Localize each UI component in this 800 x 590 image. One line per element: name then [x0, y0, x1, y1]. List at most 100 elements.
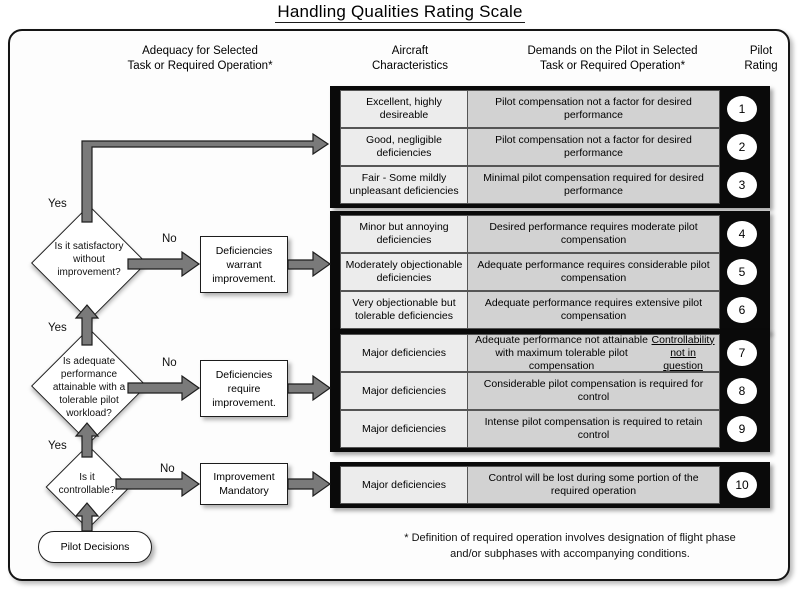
terminal-pilot-decisions[interactable]: Pilot Decisions	[38, 531, 152, 563]
process2-line1: Deficiencies	[215, 368, 273, 381]
arrow-controllable-no	[115, 470, 201, 498]
label-no-satisfactory: No	[162, 233, 177, 245]
decision2-line1: Is adequate	[62, 356, 116, 367]
cell-pilot-rating: 10	[720, 466, 764, 504]
decision2-line3: attainable with a	[52, 382, 126, 393]
process3-line2: Mandatory	[219, 485, 269, 497]
cell-aircraft-characteristics: Major deficiencies	[340, 372, 468, 410]
cell-demands-text: Considerable pilot compensation is requi…	[483, 378, 704, 403]
arrow-satisfactory-no	[127, 250, 201, 278]
arrow-warrant-to-group2	[287, 250, 332, 278]
header-demands-line1: Demands on the Pilot in Selected	[527, 45, 698, 57]
header-aircraft-line1: Aircraft	[391, 45, 429, 57]
column-header-adequacy: Adequacy for Selected Task or Required O…	[55, 44, 345, 74]
cell-aircraft-characteristics: Moderately objectionable deficiencies	[340, 253, 468, 291]
footnote-line1: * Definition of required operation invol…	[404, 532, 736, 544]
pilot-rating-badge: 7	[727, 340, 757, 366]
pilot-rating-badge: 10	[727, 472, 757, 498]
pilot-rating-badge: 1	[727, 96, 757, 122]
footnote-line2: and/or subphases with accompanying condi…	[450, 548, 690, 560]
process-deficiencies-warrant[interactable]: Deficiencies warrant improvement.	[200, 236, 288, 293]
rating-row: Excellent, highly desireable Pilot compen…	[340, 90, 764, 128]
header-rating-line2: Rating	[744, 60, 778, 72]
cell-demands-text: Control will be lost during some portion…	[488, 472, 699, 497]
cell-demands-text: Adequate performance requires extensive …	[484, 297, 703, 322]
deficiencies-warrant-group: Minor but annoying deficiencies Desired p…	[330, 211, 770, 333]
cell-aircraft-characteristics: Fair - Some mildly unpleasant deficienci…	[340, 166, 468, 204]
arrow-controllable-to-adequate	[74, 422, 100, 458]
rating-row: Moderately objectionable deficiencies Ade…	[340, 253, 764, 291]
page-title: Handling Qualities Rating Scale	[0, 2, 800, 23]
process1-line1: Deficiencies	[215, 244, 273, 257]
label-yes-adequate-up: Yes	[48, 322, 67, 334]
pilot-rating-badge: 6	[727, 297, 757, 323]
header-aircraft-line2: Characteristics	[371, 60, 449, 72]
process-deficiencies-require[interactable]: Deficiencies require improvement.	[200, 360, 288, 417]
rating-row: Fair - Some mildly unpleasant deficienci…	[340, 166, 764, 204]
process1-line3: improvement.	[212, 272, 276, 285]
header-demands-line2: Task or Required Operation*	[539, 60, 686, 72]
cell-demands-text: Pilot compensation not a factor for desi…	[495, 134, 692, 159]
cell-pilot-rating: 2	[720, 128, 764, 166]
header-rating-line1: Pilot	[749, 45, 773, 57]
pilot-rating-badge: 9	[727, 416, 757, 442]
cell-demands-text: Desired performance requires moderate pi…	[489, 221, 698, 246]
column-header-aircraft-characteristics: Aircraft Characteristics	[330, 44, 490, 74]
arrow-mandatory-to-group4	[287, 470, 332, 498]
cell-demands-text: Adequate performance requires considerab…	[477, 259, 710, 284]
decision1-line1: Is it satisfactory	[54, 241, 124, 252]
decision-is-it-satisfactory-label: Is it satisfactory without improvement?	[28, 240, 150, 279]
cell-aircraft-characteristics: Excellent, highly desireable	[340, 90, 468, 128]
label-no-controllable: No	[160, 463, 175, 475]
decision-is-adequate-performance-label: Is adequate performance attainable with …	[25, 355, 153, 420]
arrow-pilot-to-controllable	[74, 502, 100, 532]
cell-demands-text: Pilot compensation not a factor for desi…	[495, 96, 692, 121]
rating-row: Minor but annoying deficiencies Desired p…	[340, 215, 764, 253]
process1-line2: warrant	[226, 258, 262, 271]
label-no-adequate: No	[162, 357, 177, 369]
cell-pilot-rating: 1	[720, 90, 764, 128]
footnote: * Definition of required operation invol…	[370, 530, 770, 562]
decision2-line2: performance	[60, 369, 118, 380]
cell-demands-text: Adequate performance not attainable with…	[475, 333, 648, 372]
pilot-rating-badge: 4	[727, 221, 757, 247]
cell-pilot-rating: 8	[720, 372, 764, 410]
arrow-satisfactory-yes-to-group1	[81, 132, 330, 223]
pilot-rating-badge: 5	[727, 259, 757, 285]
column-header-demands: Demands on the Pilot in Selected Task or…	[490, 44, 735, 74]
column-header-pilot-rating: Pilot Rating	[733, 44, 789, 74]
cell-demands-on-pilot: Adequate performance requires considerab…	[468, 253, 720, 291]
header-adequacy-line1: Adequacy for Selected	[142, 45, 258, 57]
header-adequacy-line2: Task or Required Operation*	[127, 60, 273, 72]
cell-demands-underlined-text: Controllability not in question	[651, 333, 715, 372]
cell-demands-text: Minimal pilot compensation required for …	[483, 172, 704, 197]
process-improvement-mandatory[interactable]: Improvement Mandatory	[200, 463, 288, 505]
cell-pilot-rating: 6	[720, 291, 764, 329]
cell-demands-on-pilot: Control will be lost during some portion…	[468, 466, 720, 504]
cell-pilot-rating: 3	[720, 166, 764, 204]
cell-pilot-rating: 4	[720, 215, 764, 253]
cell-demands-on-pilot: Intense pilot compensation is required t…	[468, 410, 720, 448]
cell-aircraft-characteristics: Minor but annoying deficiencies	[340, 215, 468, 253]
cell-demands-on-pilot: Pilot compensation not a factor for desi…	[468, 128, 720, 166]
process2-line3: improvement.	[212, 396, 276, 409]
process2-line2: require	[227, 382, 261, 395]
decision3-line2: controllable?	[58, 485, 116, 496]
decision2-line4: tolerable pilot	[59, 395, 119, 406]
rating-row: Major deficiencies Considerable pilot com…	[340, 372, 764, 410]
cell-pilot-rating: 9	[720, 410, 764, 448]
page-title-text: Handling Qualities Rating Scale	[275, 2, 525, 23]
process3-line1: Improvement	[213, 471, 275, 483]
decision-is-it-controllable-label: Is it controllable?	[35, 471, 139, 497]
cell-pilot-rating: 5	[720, 253, 764, 291]
arrow-require-to-group3	[287, 374, 332, 402]
decision2-line5: workload?	[66, 408, 112, 419]
cell-demands-on-pilot: Adequate performance requires extensive …	[468, 291, 720, 329]
